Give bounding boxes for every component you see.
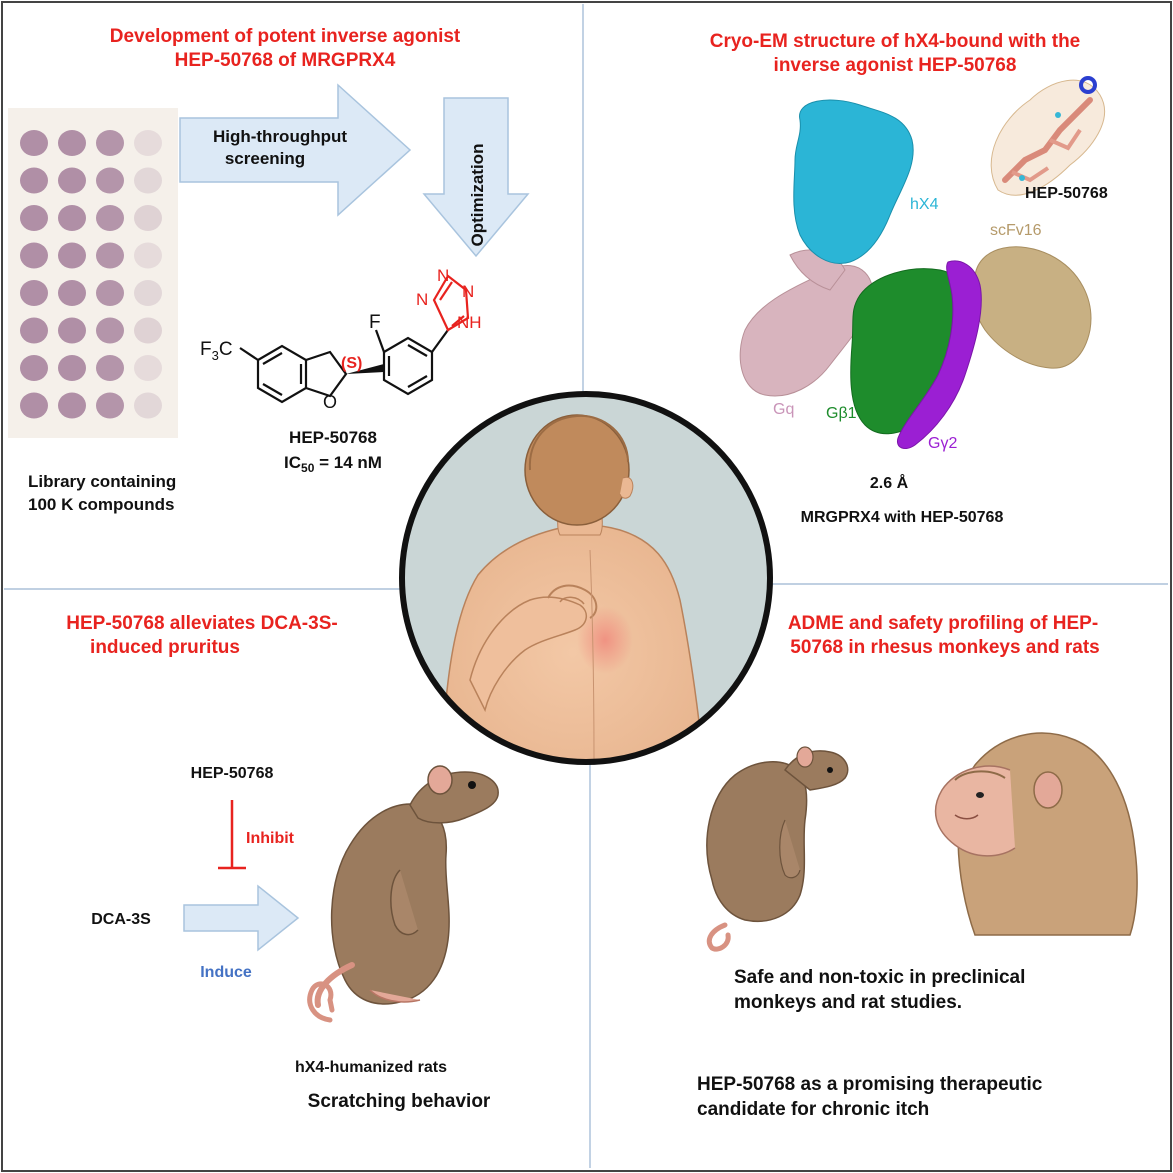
safety-line2: monkeys and rat studies. [734,992,962,1013]
well [134,167,162,194]
well [20,242,48,269]
well [58,355,86,381]
cryo-em-map [739,99,1092,449]
well [20,317,48,344]
tl-title-line1: Development of potent inverse agonist [110,26,461,47]
well [20,167,48,194]
optimization-label: Optimization [468,144,487,247]
optimization-arrow [422,97,530,258]
bl-title-line2: induced pruritus [90,637,240,658]
well [96,280,124,306]
rat-illustration-left [307,765,499,1023]
molecule-structure [239,274,470,404]
well [134,317,162,344]
well [134,242,162,269]
label-gy2: Gγ2 [928,435,957,452]
well [96,355,124,381]
molecule-name: HEP-50768 [289,428,377,447]
tr-title-line2: inverse agonist HEP-50768 [774,55,1017,76]
panel-bottom-right: ADME and safety profiling of HEP- 50768 … [697,613,1138,1120]
tr-title-line1: Cryo-EM structure of hX4-bound with the [710,31,1081,52]
label-scfv16: scFv16 [990,222,1042,239]
well [134,130,162,156]
well [96,205,124,231]
well [134,280,162,306]
stereo-label: (S) [341,355,362,372]
label-gb1: Gβ1 [826,405,857,422]
well [134,392,162,419]
well [58,242,86,269]
well [96,317,124,344]
gy2-density [896,260,982,449]
well [134,355,162,381]
inhibit-label: Inhibit [246,830,295,847]
tl-title-line2: HEP-50768 of MRGPRX4 [175,50,396,71]
resolution-label: 2.6 Å [870,473,909,492]
panel-top-left: Development of potent inverse agonist HE… [8,26,530,514]
fluorine-label: F [369,312,381,333]
htp-label-1: High-throughput [213,127,347,146]
compound-wells [20,130,162,419]
tetrazole-nh: NH [457,313,482,332]
conclusion-line2: candidate for chronic itch [697,1099,929,1120]
label-gq: Gq [773,401,794,418]
well [58,317,86,344]
monkey-illustration [934,732,1138,936]
oxygen-label: O [323,392,337,412]
tetrazole-density-icon [1079,76,1097,94]
rat-illustration-right [706,746,849,952]
well [134,205,162,231]
well [20,205,48,231]
center-illustration [399,391,773,765]
center-circle-ring [399,391,773,765]
ligand-density [990,76,1106,196]
well [58,130,86,156]
behavior-label: Scratching behavior [308,1091,491,1112]
well [58,392,86,419]
inhibitor-label: HEP-50768 [191,765,274,782]
well [96,167,124,194]
rats-label: hX4-humanized rats [295,1059,447,1076]
cf3-label: F3C [200,339,233,363]
well [20,130,48,156]
htp-arrow [179,83,412,217]
well [20,355,48,381]
ic50-value: IC50 = 14 nM [284,453,382,475]
ligand-label: HEP-50768 [1025,185,1108,202]
well [58,280,86,306]
safety-line1: Safe and non-toxic in preclinical [734,967,1025,988]
htp-label-2: screening [225,149,305,168]
tetrazole-n3: N [462,282,474,301]
library-line2: 100 K compounds [28,495,174,514]
person-back [439,414,706,762]
well [58,205,86,231]
br-title-line1: ADME and safety profiling of HEP- [788,613,1098,634]
bl-title-line1: HEP-50768 alleviates DCA-3S- [66,613,337,634]
well [96,130,124,156]
wedge-bond [346,364,384,374]
induce-arrow [183,884,300,952]
hx4-density [793,99,914,264]
structure-caption: MRGPRX4 with HEP-50768 [801,509,1004,526]
br-title-line2: 50768 in rhesus monkeys and rats [790,637,1099,658]
well [96,242,124,269]
tetrazole-n1: N [437,266,449,285]
compound-plate [8,108,178,438]
inducer-label: DCA-3S [91,911,151,928]
panel-top-right: Cryo-EM structure of hX4-bound with the … [710,31,1108,526]
conclusion-line1: HEP-50768 as a promising therapeutic [697,1074,1043,1095]
label-hx4: hX4 [910,196,939,213]
induce-label: Induce [200,964,252,981]
well [96,392,124,419]
tetrazole-n2: N [416,290,428,309]
library-line1: Library containing [28,472,176,491]
well [20,392,48,419]
panel-bottom-left: HEP-50768 alleviates DCA-3S- induced pru… [66,613,499,1112]
scfv16-density [972,246,1092,369]
well [58,167,86,194]
well [20,280,48,306]
